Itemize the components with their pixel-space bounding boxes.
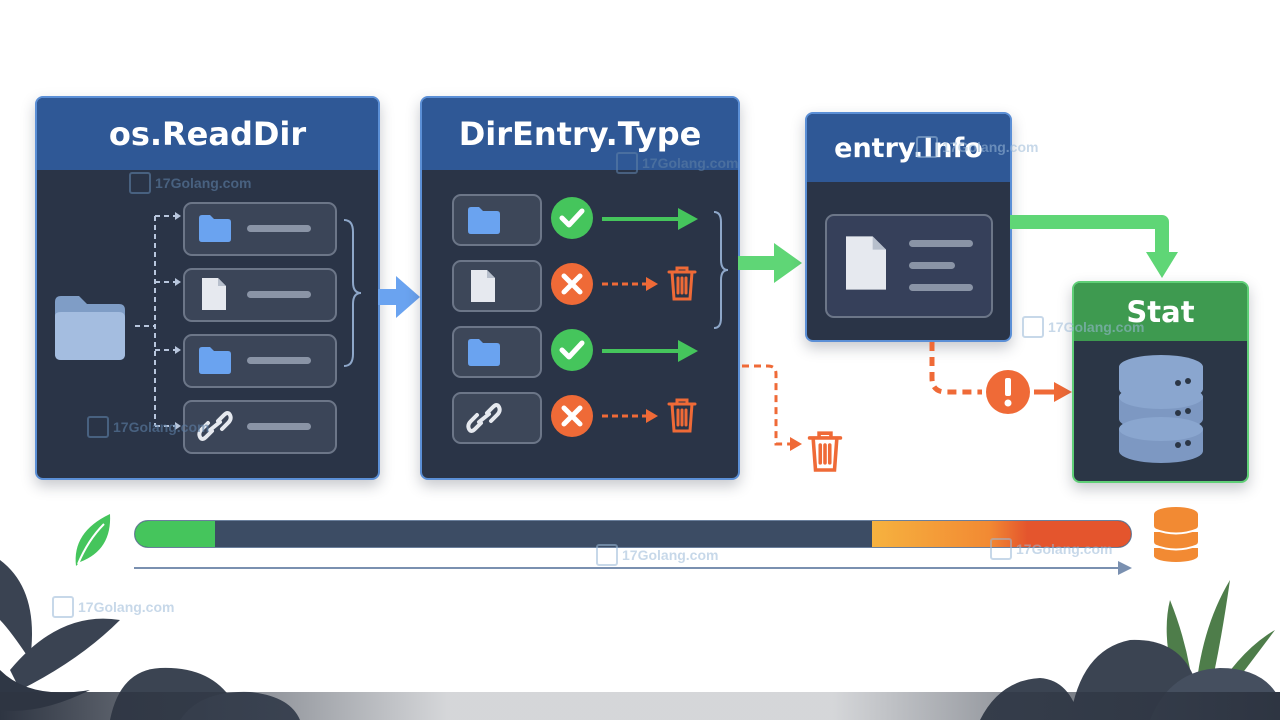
- accept-arrow: [602, 340, 698, 362]
- readdir-panel: os.ReadDir 17: [35, 96, 380, 480]
- reject-arrow: [602, 277, 658, 291]
- info-line: [909, 262, 955, 269]
- info-line: [909, 284, 973, 291]
- check-icon: [551, 329, 593, 371]
- flow-arrow: [738, 243, 802, 283]
- file-icon: [202, 278, 226, 310]
- entry-name-bar: [247, 423, 311, 430]
- dirtype-panel: DirEntry.Type: [420, 96, 740, 480]
- trash-icon: [667, 398, 697, 433]
- type-tile-folder: [452, 326, 542, 378]
- progress-orange-segment: [872, 521, 1131, 547]
- ground-decoration: [0, 560, 1280, 720]
- skip-path: [742, 364, 802, 451]
- entry-row-symlink: [183, 400, 337, 454]
- database-icon: [1119, 355, 1203, 463]
- check-icon: [551, 197, 593, 239]
- entry-row-folder: [183, 202, 337, 256]
- type-tile-file: [452, 260, 542, 312]
- bracket-right: [343, 219, 362, 367]
- cross-icon: [551, 395, 593, 437]
- cross-icon: [551, 263, 593, 305]
- trash-icon: [667, 266, 697, 301]
- dirtype-title: DirEntry.Type: [422, 98, 738, 170]
- folder-icon: [199, 347, 231, 374]
- file-info-card: [825, 214, 993, 318]
- info-panel: entry.Info: [805, 112, 1012, 342]
- progress-green-segment: [135, 521, 215, 547]
- readdir-connector: [135, 212, 181, 430]
- progress-track: [134, 520, 1132, 548]
- type-tile-symlink: [452, 392, 542, 444]
- folder-icon: [468, 207, 500, 234]
- info-title: entry.Info: [807, 114, 1010, 182]
- flow-arrow: [378, 276, 420, 318]
- readdir-title: os.ReadDir: [37, 98, 378, 170]
- error-path: [929, 342, 1072, 414]
- entry-name-bar: [247, 357, 311, 364]
- entry-name-bar: [247, 225, 311, 232]
- stat-panel: Stat: [1072, 281, 1249, 483]
- entry-name-bar: [247, 291, 311, 298]
- leaf-icon: [75, 514, 111, 566]
- file-icon: [846, 236, 886, 290]
- type-tile-folder: [452, 194, 542, 246]
- entry-row-folder: [183, 334, 337, 388]
- entry-row-file: [183, 268, 337, 322]
- link-icon: [197, 411, 233, 441]
- stat-title: Stat: [1074, 283, 1247, 341]
- bracket-right: [713, 211, 729, 329]
- timeline-arrow: [134, 561, 1132, 575]
- info-line: [909, 240, 973, 247]
- reject-arrow: [602, 409, 658, 423]
- accept-arrow: [602, 208, 698, 230]
- trash-icon: [807, 431, 843, 472]
- database-icon: [1153, 507, 1199, 562]
- folder-icon: [55, 296, 125, 360]
- folder-icon: [199, 215, 231, 242]
- flow-arrow: [1010, 215, 1178, 278]
- link-icon: [466, 403, 502, 433]
- folder-icon: [468, 339, 500, 366]
- file-icon: [471, 270, 495, 302]
- watermark: 17Golang.com: [129, 172, 251, 194]
